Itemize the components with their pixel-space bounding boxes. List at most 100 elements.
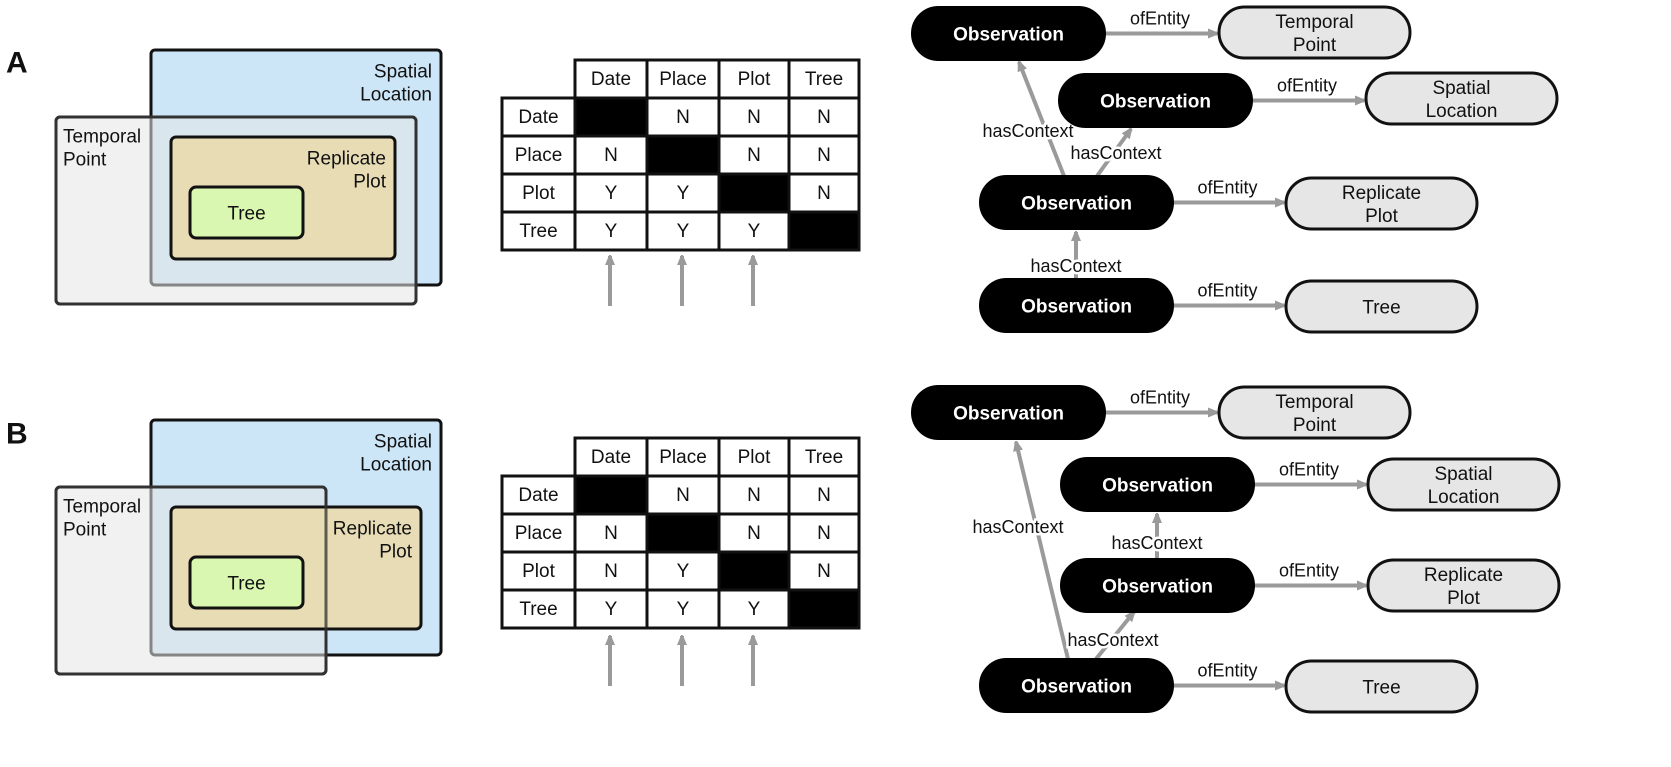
has-context-arrow bbox=[1094, 612, 1134, 661]
matrix-cell bbox=[717, 210, 791, 252]
panel-letter: B bbox=[6, 418, 28, 451]
observation-graph: ofEntityofEntityofEntityofEntityhasConte… bbox=[911, 385, 1561, 714]
matrix-cell-value: Y bbox=[605, 221, 618, 242]
matrix-row-label-date: Date bbox=[518, 107, 558, 128]
observation-node bbox=[979, 175, 1174, 230]
matrix-header-cell bbox=[645, 58, 721, 100]
matrix-cell-value: N bbox=[747, 145, 761, 166]
of-entity-label: ofEntity bbox=[1130, 9, 1190, 29]
matrix-cell bbox=[645, 210, 721, 252]
matrix-cell-value: Y bbox=[748, 599, 761, 620]
entity-node bbox=[1366, 558, 1561, 613]
matrix-cell bbox=[787, 134, 861, 176]
matrix-diagonal-cell bbox=[645, 512, 721, 554]
matrix-cell bbox=[645, 96, 721, 138]
matrix-cell-value: N bbox=[817, 561, 831, 582]
matrix-diagonal-cell bbox=[645, 134, 721, 176]
matrix-cell-value: N bbox=[747, 523, 761, 544]
matrix-cell-value: N bbox=[747, 107, 761, 128]
observation-graph: ofEntity ofEntity ofEntity ofEntity hasConte… bbox=[911, 5, 1559, 334]
matrix-header-cell bbox=[787, 58, 861, 100]
of-entity-label: ofEntity bbox=[1277, 76, 1337, 96]
matrix-cell bbox=[787, 96, 861, 138]
entity-label: Tree bbox=[1362, 677, 1400, 698]
observation-node bbox=[1058, 73, 1253, 128]
matrix-cell bbox=[573, 550, 649, 592]
matrix-diagonal-cell bbox=[573, 96, 649, 138]
matrix-header-cell bbox=[717, 436, 791, 478]
matrix-cell bbox=[717, 588, 791, 630]
observation-label: Observation bbox=[1102, 576, 1213, 597]
matrix-header-date: Date bbox=[591, 447, 631, 468]
matrix-cell-value: N bbox=[817, 523, 831, 544]
matrix-header-place: Place bbox=[659, 447, 707, 468]
matrix-header-place: Place bbox=[659, 69, 707, 90]
of-entity-label: ofEntity bbox=[1279, 561, 1339, 581]
matrix-cell bbox=[573, 134, 649, 176]
has-context-label: hasContext bbox=[982, 121, 1073, 141]
matrix-cell-value: N bbox=[604, 561, 618, 582]
matrix-cell-value: N bbox=[604, 523, 618, 544]
observation-node bbox=[911, 6, 1106, 61]
temporal-point-outline bbox=[54, 485, 328, 676]
of-entity-label: ofEntity bbox=[1130, 388, 1190, 408]
matrix-header-date: Date bbox=[591, 69, 631, 90]
matrix-diagonal-cell bbox=[573, 474, 649, 516]
observation-label: Observation bbox=[953, 24, 1064, 45]
matrix-row-label-tree: Tree bbox=[519, 599, 557, 620]
entity-node bbox=[1284, 279, 1479, 334]
matrix-diagonal-cell bbox=[787, 588, 861, 630]
has-context-label: hasContext bbox=[1111, 533, 1202, 553]
matrix-cell-value: Y bbox=[748, 221, 761, 242]
of-entity-label: ofEntity bbox=[1197, 281, 1257, 301]
of-entity-label: ofEntity bbox=[1197, 178, 1257, 198]
matrix-cell-value: N bbox=[817, 145, 831, 166]
tree-label: Tree bbox=[227, 203, 265, 224]
matrix-row-header-cell bbox=[500, 588, 577, 630]
matrix-row-label-tree: Tree bbox=[519, 221, 557, 242]
observation-label: Observation bbox=[953, 403, 1064, 424]
entity-node bbox=[1217, 5, 1412, 60]
entity-node bbox=[1217, 385, 1412, 440]
matrix-row-label-place: Place bbox=[515, 523, 563, 544]
observation-node bbox=[979, 658, 1174, 713]
matrix-cell bbox=[573, 512, 649, 554]
matrix-cell-value: N bbox=[676, 485, 690, 506]
observation-label: Observation bbox=[1021, 296, 1132, 317]
matrix-cell-value: Y bbox=[605, 183, 618, 204]
observation-node bbox=[979, 278, 1174, 333]
matrix-diagonal-cell bbox=[787, 210, 861, 252]
matrix-row-label-date: Date bbox=[518, 485, 558, 506]
matrix-row-label-plot: Plot bbox=[522, 183, 555, 204]
entity-node bbox=[1284, 659, 1479, 714]
has-context-label: hasContext bbox=[972, 517, 1063, 537]
observation-label: Observation bbox=[1021, 676, 1132, 697]
observation-label: Observation bbox=[1100, 91, 1211, 112]
matrix-cell-value: Y bbox=[677, 183, 690, 204]
matrix-cell-value: N bbox=[676, 107, 690, 128]
tree-box bbox=[188, 185, 305, 240]
of-entity-label: ofEntity bbox=[1197, 661, 1257, 681]
matrix-cell bbox=[573, 588, 649, 630]
matrix-cell-value: N bbox=[604, 145, 618, 166]
matrix-header-plot: Plot bbox=[738, 69, 771, 90]
matrix-row-label-plot: Plot bbox=[522, 561, 555, 582]
matrix-cell-value: Y bbox=[677, 561, 690, 582]
matrix-header-tree: Tree bbox=[805, 447, 843, 468]
temporal-point-outline bbox=[54, 115, 418, 306]
